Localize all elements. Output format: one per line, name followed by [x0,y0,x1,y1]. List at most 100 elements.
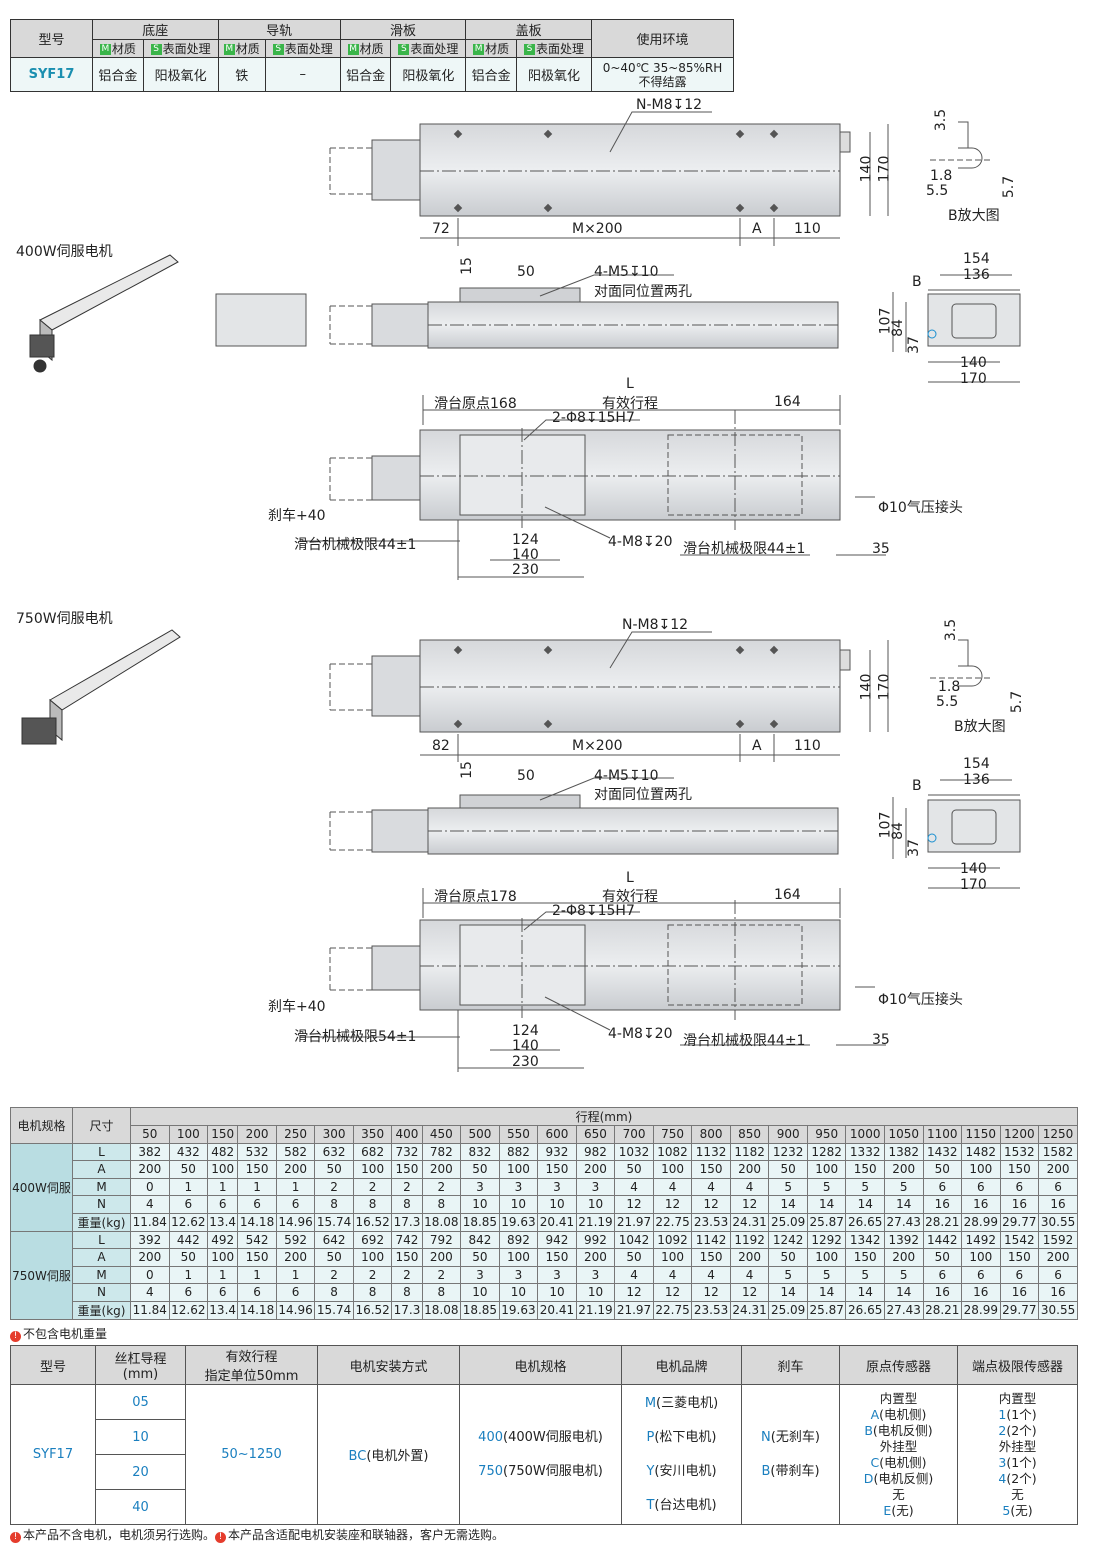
dim-37-400: 37 [905,336,922,354]
dim-154-750: 154 [963,756,990,772]
brake-400: 刹车+40 [268,508,326,524]
order-header-brand: 电机品牌 [621,1345,742,1385]
dims-cell: 442 [168,1230,209,1249]
dims-cell: 100 [352,1248,393,1267]
air-fitting-400: Φ10气压接头 [878,500,963,516]
dims-cell: 150 [691,1248,731,1267]
dims-cell: 3 [537,1265,577,1284]
dims-cell: 6 [1038,1177,1078,1196]
stroke-200: 200 [237,1125,277,1144]
dim-124-400: 124 [512,532,539,548]
dim-230-400: 230 [512,562,539,578]
dims-cell: 150 [999,1248,1040,1267]
dim-5-5-750: 5.5 [936,694,959,710]
dims-cell: 20.41 [537,1212,577,1232]
dims-cell: 682 [352,1142,393,1161]
model-header: 型号 [10,19,93,58]
dims-cell: 1592 [1038,1230,1078,1249]
dims-cell: 5 [845,1265,885,1284]
size-header: 尺寸 [72,1107,131,1144]
dim-136-400: 136 [963,267,990,283]
dims-cell: 3 [460,1177,500,1196]
dims-cell: 3 [460,1265,500,1284]
dims-cell: 19.63 [498,1212,539,1232]
dims-cell: 24.31 [729,1212,770,1232]
origin-400: 滑台原点168 [434,396,517,412]
dims-cell: 932 [537,1142,577,1161]
dims-cell: 150 [999,1160,1040,1179]
dims-cell: 4 [652,1177,693,1196]
dim-140b-400: 140 [960,355,987,371]
dim-50-750: 50 [517,768,535,784]
dims-cell: 200 [421,1248,462,1267]
dims-cell: 14 [883,1195,924,1214]
size-label: M [72,1265,131,1284]
dims-cell: 21.97 [614,1300,654,1320]
dim-140c-750: 140 [512,1038,539,1054]
dims-cell: 3 [537,1177,577,1196]
dims-cell: 1 [207,1265,239,1284]
dims-cell: 1392 [883,1230,924,1249]
size-label: A [72,1248,131,1267]
dims-cell: 1292 [806,1230,847,1249]
weight-note: !不包含电机重量 [10,1325,107,1342]
dims-cell: 50 [314,1248,354,1267]
dims-cell: 200 [883,1248,924,1267]
stroke-50: 50 [130,1125,170,1144]
dims-cell: 16 [961,1195,1001,1214]
dims-cell: 200 [729,1160,770,1179]
dims-cell: 28.21 [922,1300,963,1320]
dim-140b-750: 140 [960,861,987,877]
dim-72: 72 [432,221,450,237]
pin-holes-750: 2-Φ8↧15H7 [552,903,635,919]
dims-cell: 12 [691,1195,731,1214]
dims-cell: 3 [575,1177,616,1196]
air-fitting-750: Φ10气压接头 [878,992,963,1008]
note-icon: ! [10,1331,21,1342]
dims-cell: 2 [421,1177,462,1196]
dims-cell: 14.96 [275,1300,316,1320]
dims-cell: 582 [275,1142,316,1161]
stroke-1000: 1000 [845,1125,885,1144]
order-header-stroke: 有效行程 指定单位50mm [185,1345,318,1385]
dims-cell: 482 [207,1142,239,1161]
dim-110-400: 110 [794,221,821,237]
dims-cell: 4 [729,1177,770,1196]
order-header-lead: 丝杠导程 (mm) [95,1345,186,1385]
dims-cell: 10 [575,1195,616,1214]
dims-cell: 18.08 [421,1212,462,1232]
dim-1-8-750: 1.8 [938,679,961,695]
size-label: M [72,1177,131,1196]
dims-cell: 200 [1038,1160,1078,1179]
dims-cell: 25.87 [806,1300,847,1320]
dims-cell: 100 [806,1248,847,1267]
dims-cell: 50 [314,1160,354,1179]
limit-left-750: 滑台机械极限54±1 [294,1029,417,1045]
m5-note-400: 对面同位置两孔 [594,284,692,300]
dims-cell: 1 [168,1177,209,1196]
dims-cell: 6 [275,1195,316,1214]
order-header-motor: 电机规格 [459,1345,622,1385]
dims-cell: 11.84 [130,1300,170,1320]
order-origin: 内置型 A(电机侧) B(电机反侧) 外挂型 C(电机侧) D(电机反侧) 无 … [839,1384,958,1525]
dim-l-750: L [626,870,634,886]
stroke-1050: 1050 [883,1125,924,1144]
order-header-brake: 刹车 [741,1345,840,1385]
lead-20: 20 [95,1454,186,1490]
dims-cell: 150 [237,1248,277,1267]
dims-cell: 8 [314,1283,354,1302]
actuator-400w-image [29,254,179,373]
dims-cell: 1082 [652,1142,693,1161]
actuator-750w-image [21,629,181,745]
dim-m200-750: M×200 [572,738,623,754]
dims-cell: 1 [168,1265,209,1284]
order-brakes: N(无刹车) B(带刹车) [741,1384,840,1525]
dims-cell: 782 [421,1142,462,1161]
dims-cell: 5 [806,1265,847,1284]
dims-cell: 14.18 [237,1212,277,1232]
dims-cell: 12 [729,1195,770,1214]
note-icon: ! [215,1532,227,1543]
dims-cell: 28.99 [961,1212,1001,1232]
